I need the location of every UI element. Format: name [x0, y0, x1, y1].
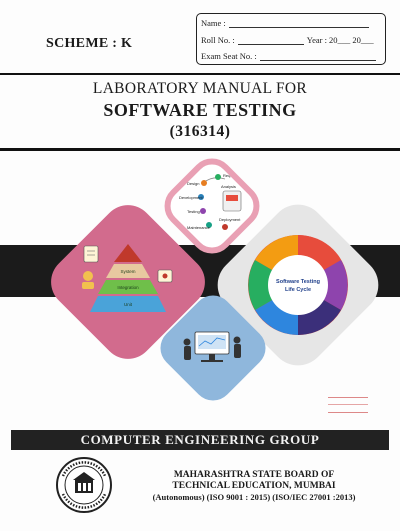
sdlc-step-requirements: Requirements [223, 173, 248, 178]
title-line2: SOFTWARE TESTING [103, 100, 297, 120]
lifecycle-diamond: Software Testing Life Cycle [206, 193, 390, 377]
sdlc-step-deployment: Deployment [219, 217, 241, 222]
lifecycle-title-line2: Life Cycle [285, 287, 311, 293]
sdlc-diamond: Design Requirements Analysis Development… [155, 149, 269, 263]
team-graphic [171, 306, 255, 390]
student-info-box: Name : Roll No. : Year : 20___ 20___ Exa… [196, 13, 386, 65]
pyramid-diamond: System Integration Unit [40, 194, 216, 370]
red-stamp-mark [328, 397, 368, 413]
team-diamond [152, 287, 274, 409]
pyramid-level-system: System [120, 269, 135, 274]
course-code: (316314) [169, 123, 231, 140]
board-info: MAHARASHTRA STATE BOARD OF TECHNICAL EDU… [120, 470, 388, 503]
sdlc-step-development: Development [179, 195, 203, 200]
title-divider [0, 148, 400, 151]
seat-line [259, 53, 376, 61]
pyramid-level-unit: Unit [124, 302, 133, 307]
sdlc-step-testing: Testing [187, 209, 200, 214]
roll-label: Roll No. : [201, 35, 235, 45]
lifecycle-title-line1: Software Testing [276, 279, 320, 285]
name-line [228, 20, 369, 28]
seat-row: Exam Seat No. : [201, 51, 376, 61]
name-row: Name : [201, 18, 369, 28]
roll-row: Roll No. : Year : 20___ 20___ [201, 35, 374, 45]
roll-line [237, 37, 304, 45]
sdlc-graphic: Design Requirements Analysis Development… [173, 167, 251, 245]
seat-label: Exam Seat No. : [201, 51, 257, 61]
sdlc-step-design: Design [187, 181, 199, 186]
board-line2: TECHNICAL EDUCATION, MUMBAI [172, 481, 336, 491]
scheme-label: SCHEME : K [46, 36, 133, 51]
lifecycle-graphic: Software Testing Life Cycle [236, 223, 360, 347]
year-label: Year : 20___ 20___ [306, 35, 374, 45]
name-label: Name : [201, 18, 226, 28]
sdlc-step-maintenance: Maintenance [187, 225, 211, 230]
title-line1: LABORATORY MANUAL FOR [92, 80, 308, 97]
board-line1: MAHARASHTRA STATE BOARD OF [173, 470, 335, 480]
group-banner: COMPUTER ENGINEERING GROUP [11, 430, 389, 450]
msbte-logo [55, 456, 113, 514]
header-divider [0, 73, 400, 75]
sdlc-step-analysis: Analysis [221, 184, 236, 189]
board-line3: (Autonomous) (ISO 9001 : 2015) (ISO/IEC … [152, 492, 356, 502]
pyramid-level-integration: Integration [117, 285, 139, 290]
pyramid-graphic: System Integration Unit [68, 222, 188, 342]
